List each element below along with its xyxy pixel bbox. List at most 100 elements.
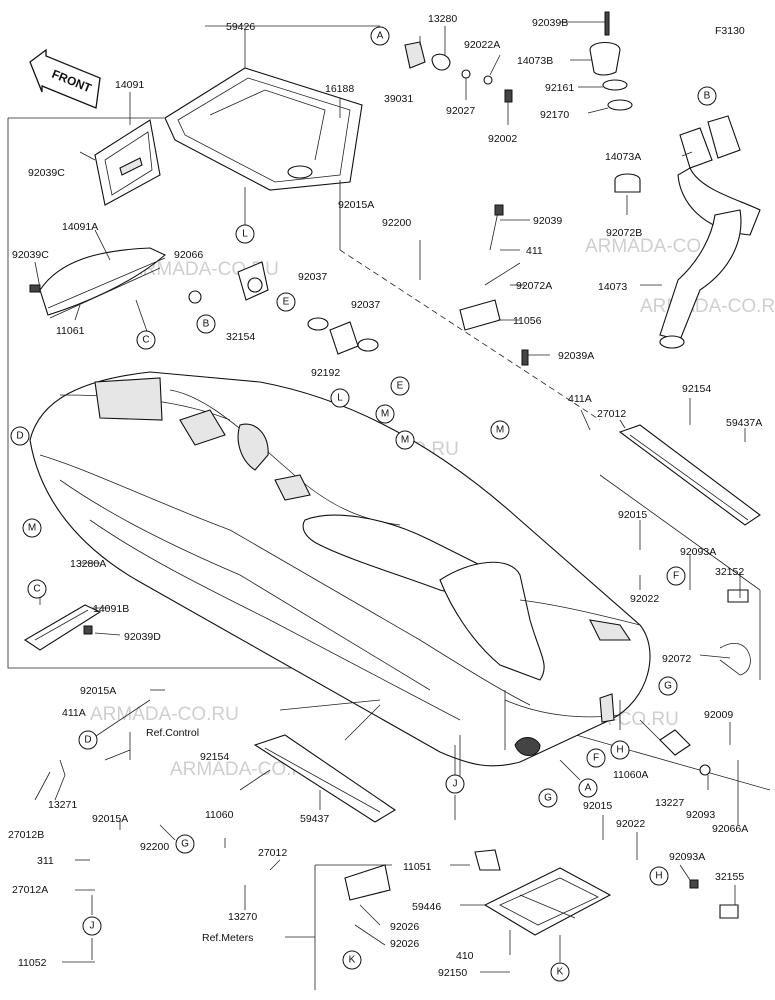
- label-92026: 92026: [390, 938, 419, 950]
- bracket-11051: [344, 849, 501, 901]
- step-59437: [253, 734, 397, 823]
- callout-f2: F: [586, 748, 606, 768]
- label-14091b: 14091B: [93, 603, 129, 615]
- label-92200: 92200: [382, 217, 411, 229]
- hull: [29, 371, 651, 767]
- label-32154: 32154: [226, 331, 255, 343]
- svg-text:B: B: [704, 91, 711, 102]
- label-92039c: 92039C: [28, 167, 65, 179]
- label-92161: 92161: [545, 82, 574, 94]
- svg-text:J: J: [90, 921, 95, 932]
- label-13270: 13270: [228, 911, 257, 923]
- label-411: 411: [526, 245, 543, 257]
- label-92093: 92093: [686, 809, 715, 821]
- label-92039a: 92039A: [558, 350, 594, 362]
- front-arrow-icon: FRONT: [29, 48, 104, 109]
- label-92039b: 92039B: [532, 17, 568, 29]
- label-92093a: 92093A: [680, 546, 716, 558]
- ref-control: Ref.Control: [146, 727, 199, 739]
- callout-m: M: [375, 404, 395, 424]
- label-92022: 92022: [616, 818, 645, 830]
- svg-text:A: A: [585, 783, 592, 794]
- callout-c: C: [136, 330, 156, 350]
- label-32155: 32155: [715, 871, 744, 883]
- label-92022a: 92022A: [464, 39, 500, 51]
- label-59437a: 59437A: [726, 417, 762, 429]
- drain-parts: [659, 589, 751, 919]
- callout-j2: J: [82, 916, 102, 936]
- callout-f: F: [666, 566, 686, 586]
- label-13227: 13227: [655, 797, 684, 809]
- plate-59446: [483, 867, 612, 936]
- hose-clamps: [307, 317, 379, 355]
- grille-14091b: [23, 604, 102, 651]
- callout-h: H: [610, 740, 630, 760]
- svg-text:G: G: [181, 839, 189, 850]
- callout-m3: M: [490, 420, 510, 440]
- svg-text:M: M: [496, 425, 504, 436]
- label-92039: 92039: [533, 215, 562, 227]
- callout-g: G: [658, 676, 678, 696]
- callout-d: D: [10, 426, 30, 446]
- svg-text:L: L: [242, 229, 248, 240]
- watermark: ARMADA-CO.RU: [640, 296, 775, 317]
- label-92072: 92072: [662, 653, 691, 665]
- ref-meters: Ref.Meters: [202, 932, 253, 944]
- label-92200: 92200: [140, 841, 169, 853]
- callout-m4: M: [22, 518, 42, 538]
- label-92026: 92026: [390, 921, 419, 933]
- label-59437: 59437: [300, 813, 329, 825]
- label-92072a: 92072A: [516, 280, 552, 292]
- label-27012a: 27012A: [12, 884, 48, 896]
- label-11052: 11052: [18, 957, 47, 969]
- watermark: ARMADA-CO.RU: [170, 759, 319, 780]
- label-311: 311: [37, 855, 54, 867]
- label-27012: 27012: [597, 408, 626, 420]
- callout-a: A: [370, 26, 390, 46]
- label-92072b: 92072B: [606, 227, 642, 239]
- leader-lines: [34, 21, 761, 990]
- label-411a: 411A: [62, 707, 86, 719]
- svg-text:F: F: [593, 753, 599, 764]
- callout-e: E: [276, 292, 296, 312]
- svg-text:G: G: [544, 793, 552, 804]
- label-410: 410: [456, 950, 474, 962]
- svg-text:L: L: [337, 393, 343, 404]
- callout-k: K: [342, 950, 362, 970]
- svg-text:M: M: [28, 523, 36, 534]
- svg-text:B: B: [203, 319, 210, 330]
- label-92154: 92154: [682, 383, 711, 395]
- label-92066a: 92066A: [712, 823, 748, 835]
- svg-text:E: E: [397, 381, 404, 392]
- figure-code: F3130: [715, 25, 745, 37]
- callout-l2: L: [330, 388, 350, 408]
- vent-parts: [404, 41, 513, 103]
- label-92150: 92150: [438, 967, 467, 979]
- svg-text:K: K: [349, 955, 356, 966]
- callout-h2: H: [649, 866, 669, 886]
- frame-line: [7, 118, 340, 669]
- label-92093a: 92093A: [669, 851, 705, 863]
- watermark: ARMADA-CO.RU: [90, 704, 239, 725]
- label-92015a: 92015A: [92, 813, 128, 825]
- label-92192: 92192: [311, 367, 340, 379]
- svg-text:M: M: [381, 409, 389, 420]
- label-13280a: 13280A: [70, 558, 106, 570]
- label-92015: 92015: [583, 800, 612, 812]
- watermark: ARMADA-CO.RU: [585, 236, 734, 257]
- label-92037: 92037: [351, 299, 380, 311]
- label-92066: 92066: [174, 249, 203, 261]
- svg-text:D: D: [84, 735, 91, 746]
- label-27012b: 27012B: [8, 829, 44, 841]
- svg-text:A: A: [377, 31, 384, 42]
- label-92037: 92037: [298, 271, 327, 283]
- fitting-32154: [188, 261, 269, 304]
- label-59426: 59426: [226, 21, 255, 33]
- svg-text:E: E: [283, 297, 290, 308]
- label-27012: 27012: [258, 847, 287, 859]
- label-92015a: 92015A: [338, 199, 374, 211]
- label-59446: 59446: [412, 901, 441, 913]
- callout-e2: E: [390, 376, 410, 396]
- svg-text:K: K: [557, 967, 564, 978]
- svg-text:J: J: [453, 779, 458, 790]
